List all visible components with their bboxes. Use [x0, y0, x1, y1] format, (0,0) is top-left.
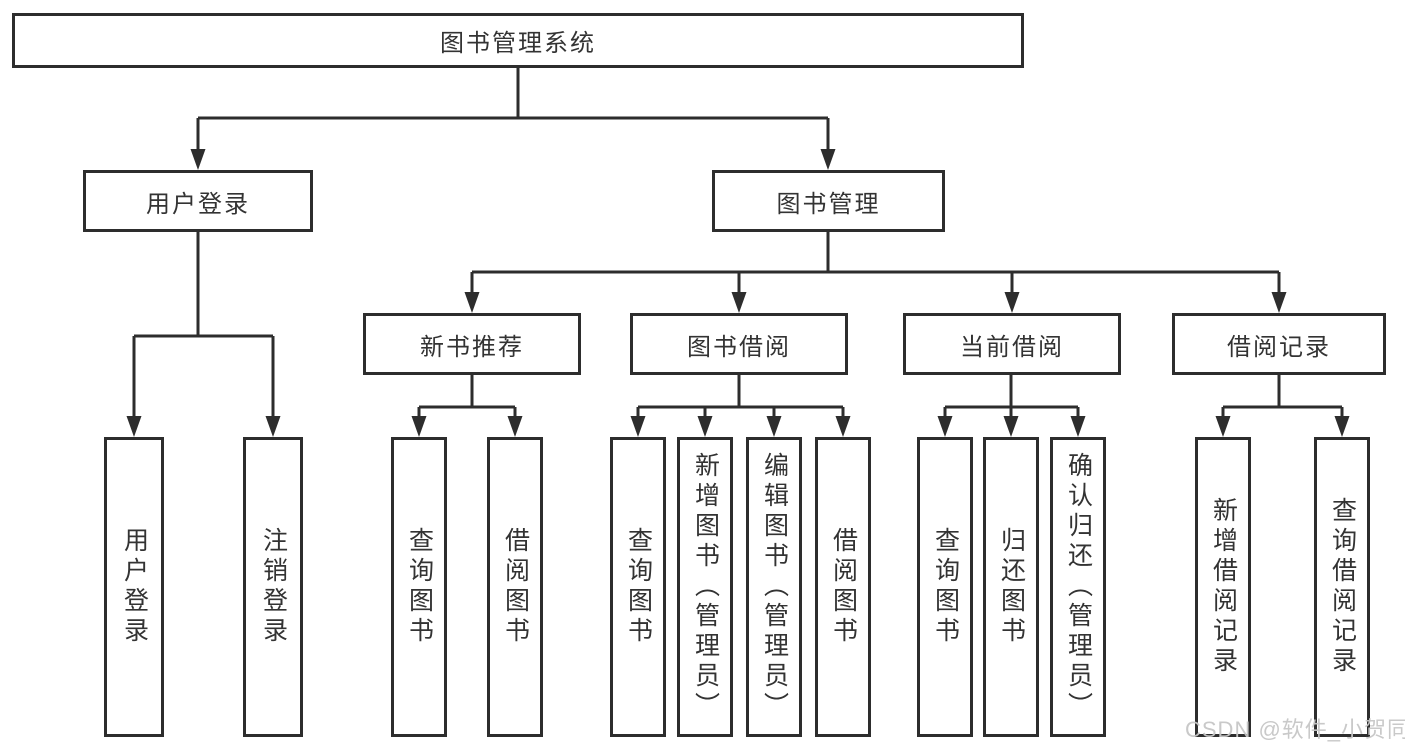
watermark-text: CSDN @软件_小贺同学: [1185, 717, 1405, 742]
arrowheads: [126, 149, 1350, 437]
node-label: 借阅记录: [1227, 333, 1331, 361]
connector-bookmgmt-branch: [470, 232, 1281, 294]
connector-userlogin-branch: [132, 232, 275, 418]
connector-borrow-branch: [636, 373, 845, 418]
leaf-return-books: 归还图书: [983, 437, 1039, 737]
leaf-label: 查询借阅记录: [1328, 497, 1357, 677]
leaf-label: 查询图书: [624, 527, 653, 647]
connector-records-branch: [1221, 373, 1344, 418]
node-user-login: 用户登录: [83, 170, 313, 232]
leaf-label: 注销登录: [259, 527, 288, 647]
node-label: 图书管理系统: [440, 30, 596, 57]
connector-recommend-branch: [417, 373, 517, 418]
node-label: 图书管理: [776, 190, 881, 218]
node-label: 当前借阅: [960, 333, 1064, 361]
leaf-label: 借阅图书: [829, 527, 858, 647]
node-book-management: 图书管理: [712, 170, 945, 232]
leaf-recommend-query-books: 查询图书: [391, 437, 447, 737]
connector-current-branch: [943, 373, 1080, 418]
node-label: 新书推荐: [420, 333, 524, 361]
node-new-book-recommend: 新书推荐: [363, 313, 581, 375]
leaf-add-books-admin: 新增图书（管理员）: [677, 437, 733, 737]
leaf-query-borrow-record: 查询借阅记录: [1314, 437, 1370, 737]
leaf-label: 查询图书: [931, 527, 960, 647]
leaf-borrow-query-books: 查询图书: [610, 437, 666, 737]
leaf-recommend-borrow-books: 借阅图书: [487, 437, 543, 737]
leaf-label: 确认归还（管理员）: [1064, 452, 1093, 722]
leaf-user-login: 用户登录: [104, 437, 164, 737]
leaf-label: 归还图书: [997, 527, 1026, 647]
leaf-logout: 注销登录: [243, 437, 303, 737]
node-library-system: 图书管理系统: [12, 13, 1024, 68]
leaf-edit-books-admin: 编辑图书（管理员）: [746, 437, 802, 737]
leaf-label: 借阅图书: [501, 527, 530, 647]
leaf-label: 查询图书: [405, 527, 434, 647]
node-current-borrow: 当前借阅: [903, 313, 1121, 375]
node-book-borrow: 图书借阅: [630, 313, 848, 375]
leaf-current-query-books: 查询图书: [917, 437, 973, 737]
node-borrow-records: 借阅记录: [1172, 313, 1386, 375]
connector-root-to-level1: [196, 68, 830, 151]
node-label: 用户登录: [146, 190, 250, 218]
node-label: 图书借阅: [687, 333, 791, 361]
leaf-confirm-return-admin: 确认归还（管理员）: [1050, 437, 1106, 737]
leaf-label: 编辑图书（管理员）: [760, 452, 789, 722]
leaf-borrow-borrow-books: 借阅图书: [815, 437, 871, 737]
leaf-add-borrow-record: 新增借阅记录: [1195, 437, 1251, 737]
leaf-label: 新增借阅记录: [1209, 497, 1238, 677]
leaf-label: 新增图书（管理员）: [691, 452, 720, 722]
leaf-label: 用户登录: [120, 527, 149, 647]
